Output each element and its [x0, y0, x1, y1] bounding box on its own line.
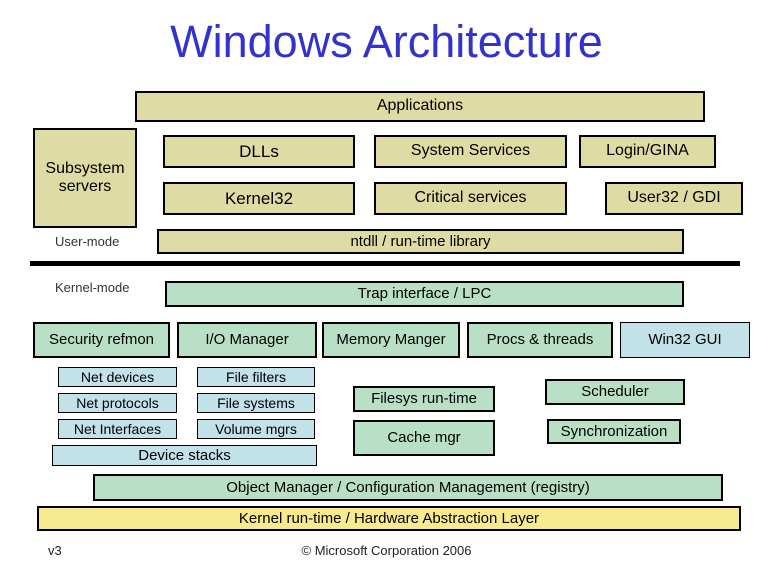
device-stacks-box: Device stacks: [52, 445, 317, 466]
user-kernel-separator-line: [30, 261, 740, 266]
net-protocols-box: Net protocols: [58, 393, 177, 413]
user-mode-label: User-mode: [55, 234, 120, 249]
win32-gui-box: Win32 GUI: [620, 322, 750, 358]
applications-box: Applications: [135, 91, 705, 122]
security-refmon-box: Security refmon: [33, 322, 170, 358]
kernel-mode-label: Kernel-mode: [55, 280, 130, 295]
user32-gdi-box: User32 / GDI: [605, 182, 743, 215]
procs-threads-box: Procs & threads: [467, 322, 613, 358]
subsystem-servers-box: Subsystem servers: [33, 128, 137, 228]
synchronization-box: Synchronization: [547, 419, 681, 444]
cache-mgr-box: Cache mgr: [353, 420, 495, 456]
io-manager-box: I/O Manager: [177, 322, 317, 358]
filesys-runtime-box: Filesys run-time: [353, 386, 495, 412]
object-manager-config-box: Object Manager / Configuration Managemen…: [93, 474, 723, 501]
net-interfaces-box: Net Interfaces: [58, 419, 177, 439]
net-devices-box: Net devices: [58, 367, 177, 387]
file-filters-box: File filters: [197, 367, 315, 387]
volume-mgrs-box: Volume mgrs: [197, 419, 315, 439]
system-services-box: System Services: [374, 135, 567, 168]
page-title: Windows Architecture: [170, 16, 603, 67]
trap-interface-lpc-box: Trap interface / LPC: [165, 281, 684, 307]
memory-manager-box: Memory Manger: [322, 322, 460, 358]
login-gina-box: Login/GINA: [579, 135, 716, 168]
version-label: v3: [48, 543, 62, 558]
file-systems-box: File systems: [197, 393, 315, 413]
kernel32-box: Kernel32: [163, 182, 355, 215]
ntdll-runtime-library-box: ntdll / run-time library: [157, 229, 684, 254]
dlls-box: DLLs: [163, 135, 355, 168]
critical-services-box: Critical services: [374, 182, 567, 215]
scheduler-box: Scheduler: [545, 379, 685, 405]
kernel-runtime-hal-box: Kernel run-time / Hardware Abstraction L…: [37, 506, 741, 531]
copyright-label: © Microsoft Corporation 2006: [301, 543, 472, 558]
